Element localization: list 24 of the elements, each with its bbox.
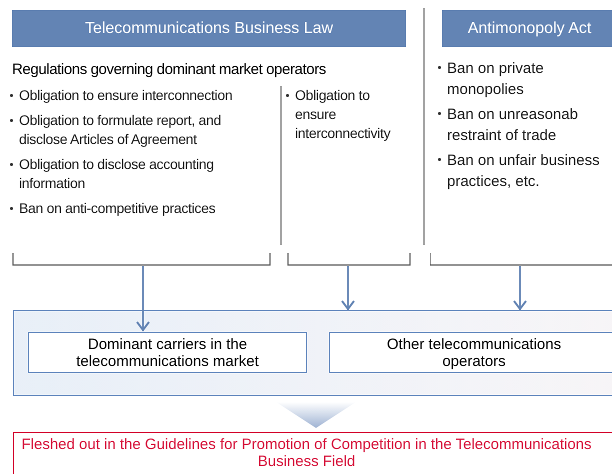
arrow (341, 266, 355, 310)
bullet-text: Ban on private monopolies (447, 59, 545, 100)
operator-box (329, 332, 612, 373)
conclusion-text: Fleshed out in the Guidelines for Promotion of Competition in the Telecommunications Business Field (20, 435, 593, 470)
header-title: Telecommunications Business Law (84, 19, 334, 39)
bullet-text: Ban on anti-competitive practices (19, 199, 216, 218)
target-band (13, 310, 612, 396)
bullet-text: Obligation to formulate report, and disclose Articles of Agreement (19, 111, 222, 149)
chevron-arrow (276, 402, 356, 428)
law-header (12, 10, 406, 47)
bullet-text: Obligation to ensure interconnection (19, 86, 232, 105)
conclusion-box (13, 432, 612, 474)
section-heading: Regulations governing dominant market operators (12, 60, 326, 80)
law-header (442, 10, 612, 47)
bullet-text: Obligation to disclose accounting information (19, 155, 215, 193)
arrow (136, 266, 150, 331)
header-title: Antimonopoly Act (466, 19, 592, 39)
bullet-text: Obligation to ensure interconnectivity (295, 86, 392, 143)
box-text: Other telecommunications operators (386, 336, 562, 370)
bullet-text: Ban on unreasonab restraint of trade (447, 105, 579, 146)
bullet-text: Ban on unfair business practices, etc. (447, 151, 600, 192)
operator-box (28, 332, 307, 373)
box-text: Dominant carriers in the telecommunications market (75, 336, 260, 370)
arrow (513, 266, 527, 310)
